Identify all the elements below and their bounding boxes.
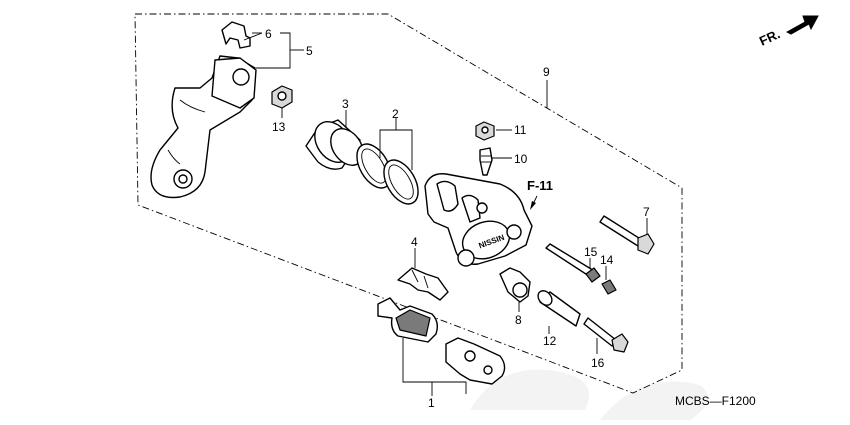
caliper-piston [305,119,364,170]
leader-lines [243,32,648,396]
piston-seals [356,143,419,205]
caliper-bracket [150,55,257,199]
label-part-2: 2 [392,107,399,121]
pin-sleeve [537,290,581,327]
label-part-4: 4 [411,235,418,249]
label-part-1: 1 [428,396,435,410]
reference-arrow-icon [530,195,538,210]
pad-spring [397,267,449,301]
label-part-14: 14 [600,253,614,267]
label-part-12: 12 [543,334,557,348]
label-part-5: 5 [306,44,313,58]
pin-plug [585,267,601,283]
label-part-11: 11 [514,123,527,137]
caliper-bolt-7 [599,215,655,255]
label-part-3: 3 [342,97,349,111]
bleeder-cap [475,121,495,141]
front-direction-indicator: FR. [757,15,819,49]
label-part-15: 15 [584,245,598,259]
watermark [470,369,708,420]
caliper-body: NISSIN [424,173,533,267]
label-part-10: 10 [514,152,528,166]
caliper-bolt-16 [583,317,629,353]
pin-spring [601,279,617,295]
label-part-8: 8 [515,313,522,327]
bleeder-valve [479,147,493,176]
label-part-16: 16 [591,356,605,370]
diagram-code: MCBS—F1200 [675,394,756,408]
label-part-6: 6 [265,27,272,41]
label-part-13: 13 [272,120,286,134]
bracket-clip [221,21,251,49]
front-arrow-icon [785,15,819,35]
reference-label: F-11 [527,178,553,193]
brake-pad-outer [445,337,506,385]
brake-pad-inner [377,297,439,343]
part-number-labels: 6 5 9 3 2 11 13 10 7 4 15 14 8 12 16 1 [265,27,650,410]
bracket-nut [271,85,293,109]
label-part-9: 9 [543,65,550,79]
label-part-7: 7 [643,205,650,219]
assembly-boundary [134,13,683,394]
caliper-pin-8 [499,267,531,303]
front-label: FR. [757,26,782,48]
